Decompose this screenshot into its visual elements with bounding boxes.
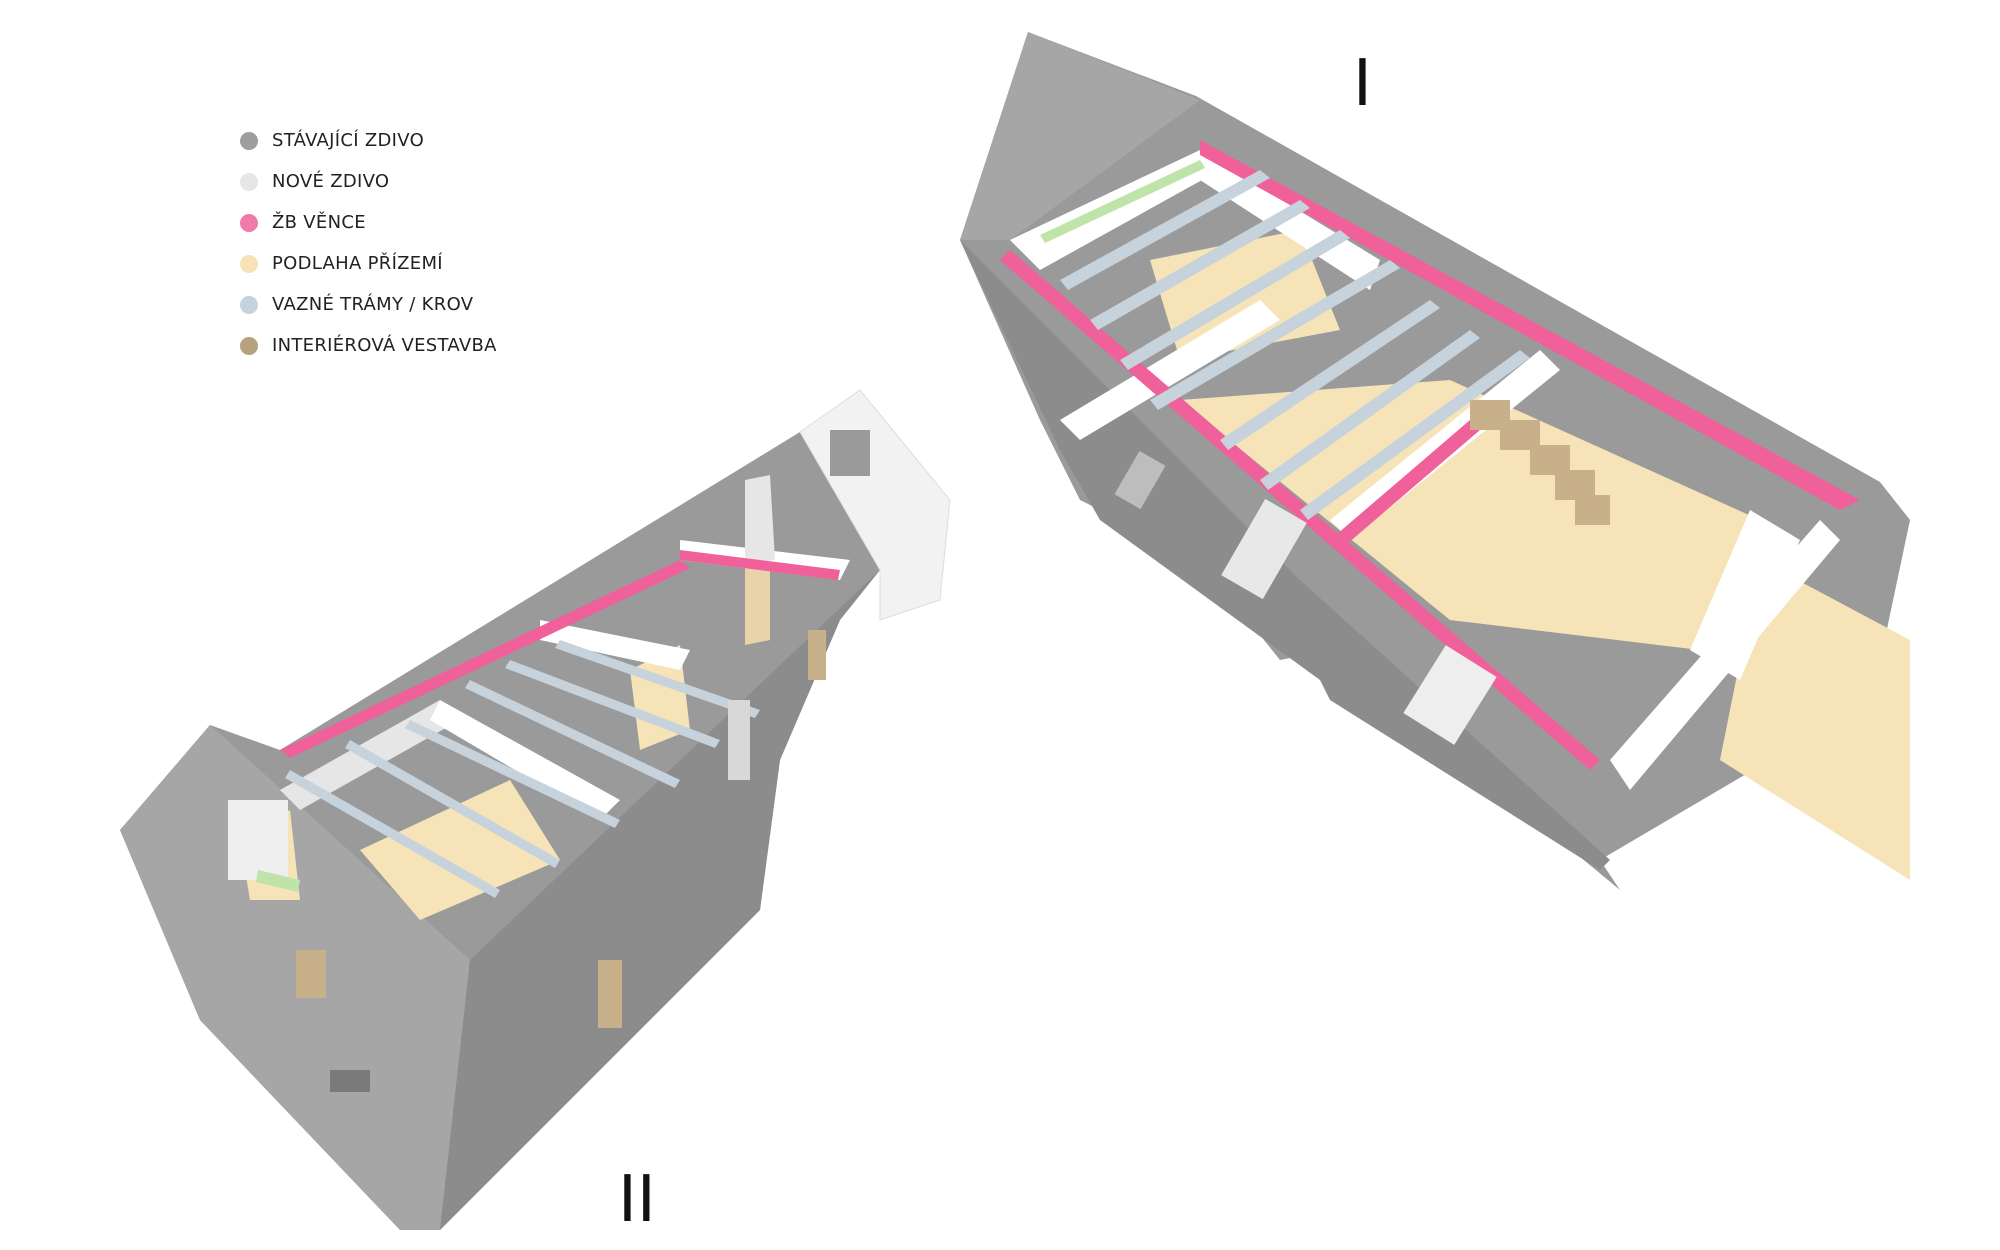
building-2-window [728, 700, 750, 780]
building-1-interior-stair [1470, 400, 1610, 525]
building-2-side-facade [440, 570, 880, 1230]
building-2-ring-beam [680, 550, 840, 580]
building-2-roof-gable [700, 432, 880, 580]
legend-item-new-wall: NOVÉ ZDIVO [240, 161, 660, 202]
view-label-1: I [1353, 47, 1372, 121]
legend-item-interior: INTERIÉROVÁ VESTAVBA [240, 325, 660, 366]
building-1-ring-beam [1200, 140, 1860, 510]
building-2-tie-beams [285, 640, 760, 898]
legend-item-beams: VAZNÉ TRÁMY / KROV [240, 284, 660, 325]
building-2-window [808, 630, 826, 680]
building-2-floor [360, 780, 560, 920]
legend: STÁVAJÍCÍ ZDIVO NOVÉ ZDIVO ŽB VĚNCE PODL… [240, 120, 660, 366]
legend-label: PODLAHA PŘÍZEMÍ [272, 253, 443, 274]
view-label-2: II [618, 1163, 656, 1237]
building-1-gable [960, 32, 1200, 240]
building-2-window [296, 950, 326, 998]
building-2-window [228, 800, 288, 880]
legend-swatch [240, 172, 258, 191]
legend-item-ring-beam: ŽB VĚNCE [240, 202, 660, 243]
building-2-window [598, 960, 622, 1028]
building-2-window [330, 1070, 370, 1092]
legend-swatch [240, 295, 258, 314]
building-2-chimney [745, 475, 775, 565]
building-2-ring-beam [280, 560, 690, 758]
building-2-new-wall [540, 620, 690, 670]
legend-item-ground-floor: PODLAHA PŘÍZEMÍ [240, 243, 660, 284]
building-2-new-wall [430, 700, 620, 820]
legend-label: STÁVAJÍCÍ ZDIVO [272, 130, 425, 151]
building-1-ring-beam [1330, 420, 1480, 550]
legend-swatch [240, 254, 258, 273]
legend-swatch [240, 131, 258, 150]
legend-label: NOVÉ ZDIVO [272, 171, 390, 192]
building-2-floor-chimney [745, 560, 770, 645]
building-2-green-accent [256, 870, 300, 892]
building-1-new-wall [1690, 510, 1800, 680]
building-1-window [1221, 498, 1307, 600]
legend-label: ŽB VĚNCE [272, 212, 366, 233]
legend-label: VAZNÉ TRÁMY / KROV [272, 294, 474, 315]
building-1-front-facade [960, 240, 1610, 870]
legend-item-existing-wall: STÁVAJÍCÍ ZDIVO [240, 120, 660, 161]
building-1-floor-annex [1720, 560, 1910, 880]
legend-swatch [240, 213, 258, 232]
building-1-tie-beams [1060, 170, 1530, 520]
building-1-window [1403, 645, 1497, 745]
building-2-annex-window [830, 430, 870, 476]
building-2-gable [120, 725, 470, 1230]
building-1-green-accent [1040, 160, 1205, 243]
building-1-window [1114, 450, 1166, 510]
legend-label: INTERIÉROVÁ VESTAVBA [272, 335, 497, 356]
legend-swatch [240, 336, 258, 355]
building-1-new-wall [1060, 300, 1280, 440]
